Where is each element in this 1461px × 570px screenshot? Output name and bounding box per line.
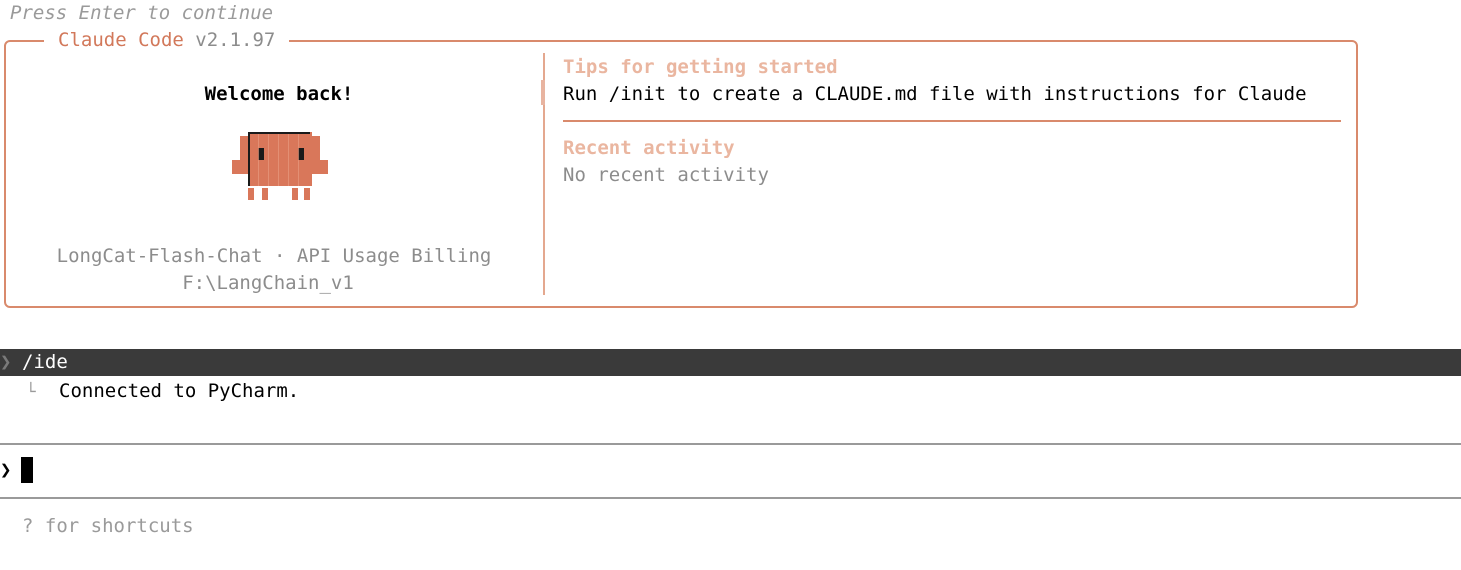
claude-mascot-icon xyxy=(232,132,328,200)
history-command: /ide xyxy=(22,351,68,373)
app-name: Claude Code xyxy=(58,29,184,51)
tips-heading: Tips for getting started xyxy=(563,56,838,78)
recent-activity-text: No recent activity xyxy=(563,164,769,186)
welcome-message: Welcome back! xyxy=(204,83,354,105)
working-directory: F:\LangChain_v1 xyxy=(182,272,354,294)
chevron-right-icon: ❯ xyxy=(0,351,12,373)
press-enter-hint: Press Enter to continue xyxy=(10,2,274,24)
section-separator xyxy=(563,120,1341,122)
panel-divider xyxy=(543,53,545,295)
command-result: Connected to PyCharm. xyxy=(59,380,300,402)
app-version: v2.1.97 xyxy=(195,29,276,51)
panel-title: Claude Code v2.1.97 xyxy=(44,27,290,54)
shortcuts-hint: ? for shortcuts xyxy=(22,515,194,537)
recent-activity-heading: Recent activity xyxy=(563,137,735,159)
panel-divider-marker xyxy=(541,80,545,105)
history-command-row[interactable]: ❯ /ide xyxy=(0,349,1461,376)
input-border-top xyxy=(0,443,1461,445)
chevron-right-icon: ❯ xyxy=(0,459,12,481)
input-border-bottom xyxy=(0,497,1461,499)
tips-text: Run /init to create a CLAUDE.md file wit… xyxy=(563,83,1307,105)
result-branch-icon: └ xyxy=(26,382,36,401)
welcome-panel xyxy=(4,40,1358,308)
prompt-input[interactable] xyxy=(21,457,33,483)
model-billing-line: LongCat-Flash-Chat · API Usage Billing xyxy=(56,245,492,267)
